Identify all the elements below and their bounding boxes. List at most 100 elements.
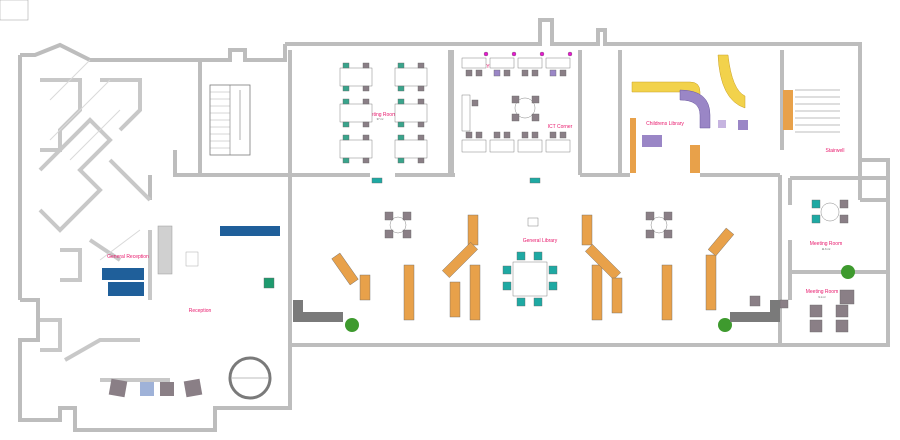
- chair: [417, 134, 425, 141]
- chair: [502, 281, 512, 291]
- desk: [461, 57, 487, 69]
- computer-desk: [461, 139, 487, 153]
- chair: [549, 131, 557, 139]
- chair: [839, 289, 855, 305]
- reception-back-counter: [157, 225, 173, 275]
- printer: [185, 251, 199, 267]
- shelving-unit: [403, 264, 415, 321]
- shelving-angled: [467, 214, 479, 246]
- room-stairwell: Stairwell: [826, 148, 845, 154]
- plants: [345, 265, 855, 332]
- shelving-angled: [449, 281, 461, 318]
- chair: [417, 121, 425, 128]
- library-table: [512, 261, 548, 297]
- chair: [531, 95, 540, 104]
- reception-desk-lower: [108, 282, 144, 296]
- chair: [362, 134, 370, 141]
- shelving-unit: [705, 254, 717, 311]
- furniture: [263, 51, 855, 333]
- chair: [531, 113, 540, 122]
- room-meeting-room-37-area: 37 m²: [377, 117, 384, 121]
- reception-desk: [102, 268, 144, 280]
- plant: [718, 318, 732, 332]
- chair: [362, 62, 370, 69]
- wall-display: [529, 177, 541, 184]
- shelving-angled: [442, 242, 478, 278]
- room-childrens-library: Childrens Library: [646, 121, 684, 127]
- chair: [779, 299, 789, 309]
- kids-seat: [718, 120, 726, 128]
- thin-lines: [49, 59, 141, 261]
- chair: [384, 229, 394, 239]
- meeting-table: [394, 139, 428, 159]
- room-ict-corner: ICT Corner: [548, 124, 573, 130]
- shelving-unit: [469, 264, 481, 321]
- chair: [645, 229, 655, 239]
- storage-unit: [461, 94, 471, 132]
- kids-shelf-right: [690, 145, 700, 173]
- chair: [417, 62, 425, 69]
- room-reception: Reception: [189, 308, 212, 314]
- chair: [531, 69, 539, 77]
- round-booth: [228, 356, 272, 400]
- chair: [362, 157, 370, 164]
- chair: [397, 157, 405, 164]
- meeting-table: [339, 139, 373, 159]
- chair: [397, 85, 405, 92]
- round-table-ict: [514, 97, 536, 119]
- chair: [663, 211, 673, 221]
- chair: [471, 99, 479, 107]
- chair: [533, 297, 543, 307]
- stair-left: [209, 84, 251, 156]
- chair: [342, 98, 350, 105]
- chair: [465, 131, 473, 139]
- reception-counter: [102, 225, 280, 296]
- chair: [263, 277, 275, 289]
- walls: [18, 18, 890, 432]
- meeting-table: [339, 67, 373, 87]
- shelving-unit: [661, 264, 673, 321]
- chair: [384, 211, 394, 221]
- chair: [533, 251, 543, 261]
- chair: [402, 211, 412, 221]
- kids-seat: [738, 120, 748, 130]
- chair: [548, 281, 558, 291]
- room-general-library: General Library: [523, 238, 558, 244]
- chair: [362, 98, 370, 105]
- desk: [545, 57, 571, 69]
- power-point: [567, 51, 573, 57]
- round-table: [389, 216, 407, 234]
- chair: [521, 131, 529, 139]
- chair: [402, 229, 412, 239]
- chair: [511, 95, 520, 104]
- chair: [362, 85, 370, 92]
- shelving-angled: [359, 274, 371, 301]
- chair: [417, 98, 425, 105]
- chair: [503, 69, 511, 77]
- chair: [839, 214, 849, 224]
- lounge-chairs: [108, 378, 203, 398]
- chair: [811, 199, 821, 209]
- round-table: [650, 216, 668, 234]
- meeting-table-round: [820, 202, 840, 222]
- room-meeting-room-37: Meeting Room: [364, 112, 397, 118]
- chair: [493, 69, 501, 77]
- room-meeting-room-11: Meeting Room: [810, 241, 843, 247]
- chair: [516, 251, 526, 261]
- shelving-angled: [585, 244, 621, 280]
- chair: [397, 134, 405, 141]
- chair: [475, 69, 483, 77]
- chair: [502, 265, 512, 275]
- computer-desk: [489, 139, 515, 153]
- chair: [531, 131, 539, 139]
- chair: [503, 131, 511, 139]
- back-cabinet: [220, 226, 280, 236]
- chair: [397, 121, 405, 128]
- kids-bench-curve: [679, 89, 711, 129]
- chair: [342, 157, 350, 164]
- chair: [549, 69, 557, 77]
- chair: [417, 157, 425, 164]
- chair: [511, 113, 520, 122]
- room-meeting-room-9: Meeting Room: [806, 289, 839, 295]
